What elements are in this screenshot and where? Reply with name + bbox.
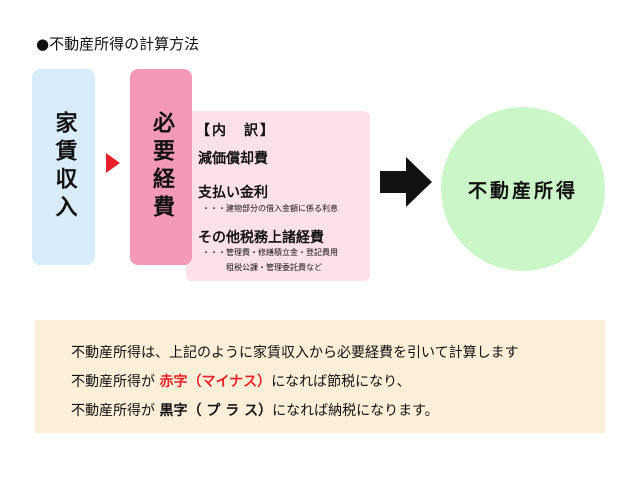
line-3-suffix: になれば納税になります。 [272,403,439,419]
explanation-line-2: 不動産所得が 赤字（マイナス）になれば節税になり、 [71,371,411,391]
rental-income-label: 家賃収入 [51,111,77,223]
breakdown-item-interest: 支払い金利 [198,185,268,201]
rental-income-box: 家賃収入 [32,69,95,265]
explanation-box: 不動産所得は、上記のように家賃収入から必要経費を引いて計算します 不動産所得が … [35,320,605,433]
diagram-title: ●不動産所得の計算方法 [36,35,200,53]
line-3-prefix: 不動産所得が [71,403,155,419]
breakdown-heading: 【内 訳】 [196,123,276,139]
explanation-line-3: 不動産所得が 黒字（ プ ラ ス）になれば納税になります。 [71,400,439,420]
necessary-expenses-box: 必要経費 [130,69,192,265]
real-estate-income-circle: 不動産所得 [441,107,605,271]
expense-breakdown-box: 【内 訳】 減価償却費 支払い金利 ・・・建物部分の借入金額に係る利息 その他税… [186,111,370,281]
red-triangle-arrow-icon [106,153,120,173]
line-2-prefix: 不動産所得が [71,374,155,390]
surplus-highlight: 黒字（ プ ラ ス） [159,403,273,419]
explanation-line-1: 不動産所得は、上記のように家賃収入から必要経費を引いて計算します [71,345,519,361]
real-estate-income-label: 不動産所得 [467,179,578,202]
breakdown-item-depreciation: 減価償却費 [198,151,268,167]
deficit-highlight: 赤字（マイナス） [159,374,272,390]
breakdown-item-other-note-1: ・・・管理費・修繕積立金・登記費用 [202,248,338,257]
black-right-arrow-icon [380,157,432,207]
breakdown-item-other-expenses: その他税務上諸経費 [198,230,324,246]
necessary-expenses-label: 必要経費 [149,111,174,223]
breakdown-item-other-note-2: 租税公課・管理委託費など [226,263,322,272]
line-2-suffix: になれば節税になり、 [271,374,411,390]
breakdown-item-interest-note: ・・・建物部分の借入金額に係る利息 [202,204,338,213]
